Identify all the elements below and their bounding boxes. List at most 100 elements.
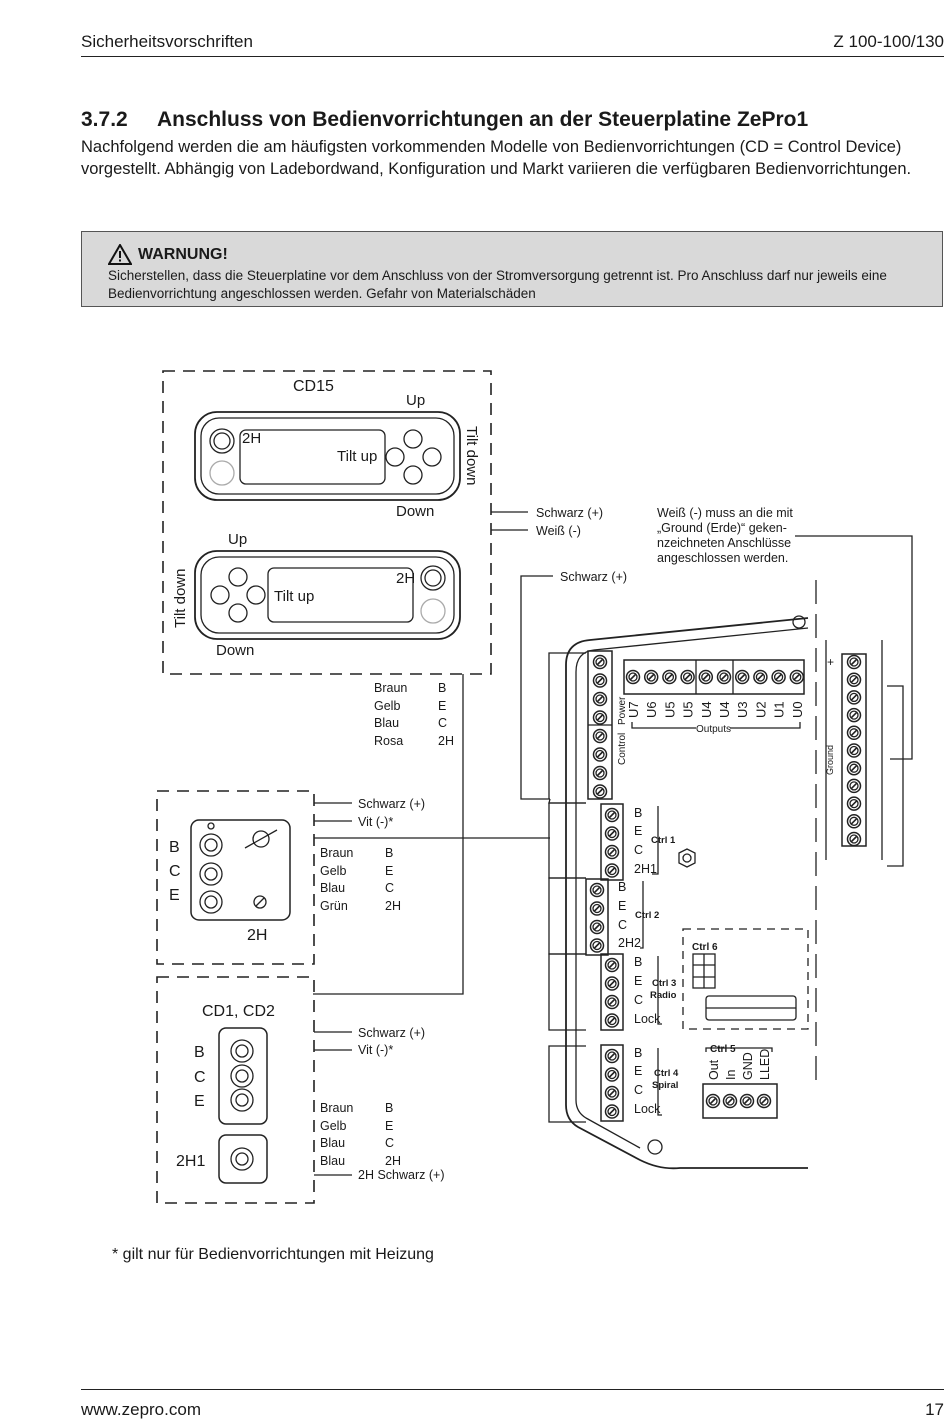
ctrl4-label: Ctrl 4 (654, 1068, 679, 1079)
terminal-screw (592, 784, 608, 799)
cd15-color-1: Braun (374, 681, 407, 695)
ctrl6-connectors (692, 953, 797, 1021)
board-label-plus: + (827, 655, 834, 669)
warning-title: WARNUNG! (138, 245, 228, 263)
terminal-screw (789, 669, 805, 685)
cd-middle-letter-c: C (169, 863, 181, 880)
ctrl2-pin-e: E (618, 899, 626, 913)
terminal-screw (604, 863, 620, 878)
cd15-box (162, 370, 492, 675)
cd15-unit-bottom (194, 550, 461, 640)
terminal-screw (592, 691, 608, 707)
ctrl4-label2: Spiral (652, 1080, 678, 1091)
footer-rule (81, 1389, 944, 1390)
ctrl5-pin-lled: LLED (758, 1049, 772, 1080)
cd15-up1: Up (406, 392, 425, 409)
ctrl2-label: Ctrl 2 (635, 910, 659, 921)
terminal-screw (846, 760, 862, 776)
output-label: U5 (662, 701, 677, 718)
ground-note-line-3: nzeichneten Anschlüsse (657, 536, 791, 550)
header-title: Sicherheitsvorschriften (81, 32, 253, 51)
cd15-2h1: 2H (242, 430, 261, 447)
terminal-screw (680, 669, 695, 685)
ground-note: Weiß (-) muss an die mit „Ground (Erde)“… (657, 506, 793, 565)
ctrl1-label: Ctrl 1 (651, 835, 676, 846)
terminal-screw (589, 938, 605, 953)
ctrl3-label2: Radio (650, 990, 677, 1001)
wire-schwarz-2: Schwarz (+) (560, 570, 627, 584)
terminal-screw (604, 826, 620, 841)
footer-website: www.zepro.com (81, 1400, 201, 1419)
cd12-letter-e: E (194, 1093, 205, 1110)
terminal-screw (604, 1104, 620, 1119)
terminal-screw (589, 882, 605, 898)
cd-middle-pin-4: 2H (385, 899, 401, 913)
ctrl3-pin-b: B (634, 955, 642, 969)
cd12-title: CD1, CD2 (202, 1003, 275, 1020)
cd12-vit: Vit (-)* (358, 1043, 393, 1057)
ctrl2-pin-c: C (618, 918, 627, 932)
header-rule (81, 56, 944, 57)
cd-middle-color-4: Grün (320, 899, 348, 913)
terminal-strip-left (587, 650, 613, 800)
output-label: U5 (681, 701, 696, 718)
outputs-label: Outputs (696, 724, 731, 735)
ctrl4-pin-e: E (634, 1064, 642, 1078)
warning-icon (108, 244, 132, 265)
terminal-screw (592, 710, 608, 725)
ctrl4-pin-b: B (634, 1046, 642, 1060)
ctrl4-pin-c: C (634, 1083, 643, 1097)
terminal-screw (604, 1067, 620, 1082)
cd-middle-color-3: Blau (320, 881, 345, 895)
cd15-pin-2: E (438, 699, 446, 713)
cd12-letter-b: B (194, 1044, 205, 1061)
terminal-screw (625, 669, 641, 685)
ctrl5-label: Ctrl 5 (710, 1044, 736, 1055)
wire-schwarz-1: Schwarz (+) (536, 506, 603, 520)
terminal-screw (698, 669, 714, 685)
cd12-color-4: Blau (320, 1154, 345, 1168)
cd15-up2: Up (228, 531, 247, 548)
cd-middle-color-1: Braun (320, 846, 353, 860)
board-label-ground: Ground (825, 745, 835, 775)
terminal-screw (604, 957, 620, 973)
terminal-screw (643, 669, 659, 685)
ctrl2-pin-2h2: 2H2 (618, 936, 641, 950)
cd-middle-pin-1: B (385, 846, 393, 860)
ctrl3-label: Ctrl 3 (652, 978, 676, 989)
ctrl3-pin-c: C (634, 993, 643, 1007)
cd15-color-3: Blau (374, 716, 399, 730)
cd15-color-table: Braun Gelb Blau Rosa B E C 2H (374, 681, 454, 748)
cd-middle-schwarz: Schwarz (+) (358, 797, 425, 811)
terminal-screw (604, 807, 620, 823)
output-label: U4 (717, 701, 732, 718)
cd-middle-unit (190, 819, 291, 921)
cd-middle-color-2: Gelb (320, 864, 346, 878)
cd12-color-1: Braun (320, 1101, 353, 1115)
cd15-pin-4: 2H (438, 734, 454, 748)
output-label: U7 (626, 701, 641, 718)
terminal-screw (846, 831, 862, 847)
terminal-screw (722, 1093, 738, 1109)
terminal-screw (846, 690, 862, 705)
footnote: * gilt nur für Bedienvorrichtungen mit H… (112, 1246, 434, 1263)
ctrl-terminal-block (600, 803, 624, 881)
ctrl2-pin-b: B (618, 880, 626, 894)
ctrl1-pin-2h1: 2H1 (634, 862, 657, 876)
terminal-screw (604, 1013, 620, 1028)
terminal-screw (592, 728, 608, 744)
ctrl5-pin-in: In (724, 1070, 738, 1080)
terminal-screw (592, 747, 608, 762)
cd12-pin-2: E (385, 1119, 393, 1133)
warning-box: WARNUNG! Sicherstellen, dass die Steuerp… (81, 231, 943, 307)
terminal-screw (846, 778, 862, 794)
wire-weiss: Weiß (-) (536, 524, 581, 538)
terminal-screw (592, 673, 608, 688)
ground-note-line-1: Weiß (-) muss an die mit (657, 506, 793, 520)
cd12-2h-schwarz: 2H Schwarz (+) (358, 1168, 444, 1182)
terminal-screw (589, 919, 605, 935)
terminal-screw (592, 765, 608, 781)
cd-middle-2h: 2H (247, 927, 267, 944)
ctrl6-box (682, 928, 809, 1030)
